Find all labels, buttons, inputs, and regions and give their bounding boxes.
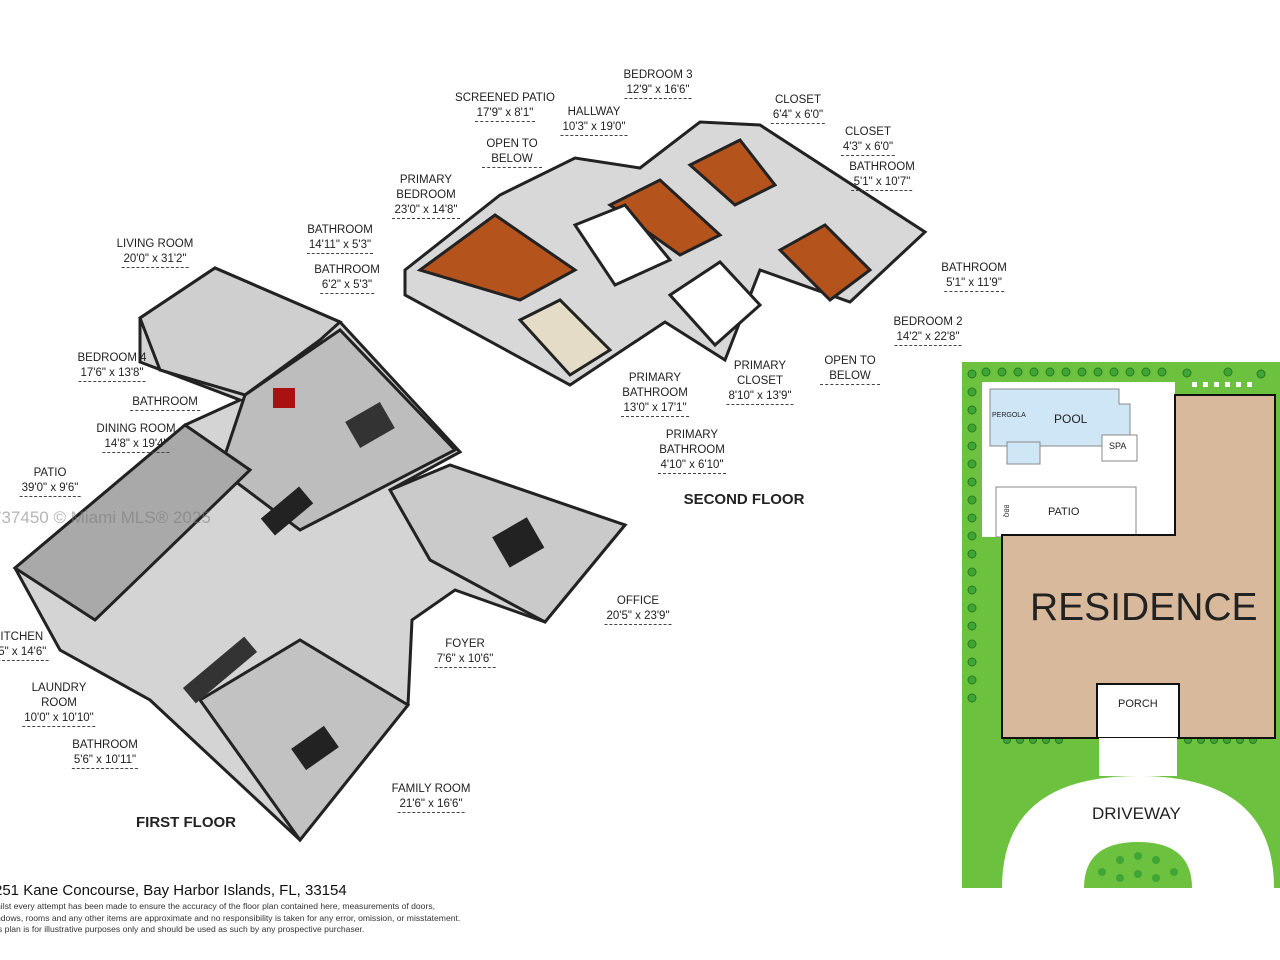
property-address: 251 Kane Concourse, Bay Harbor Islands, …: [0, 882, 347, 899]
room-dims: 6'4" x 6'0": [770, 108, 826, 124]
room-dims: 20'0" x 31'2": [121, 252, 189, 268]
room-label-closet: CLOSET 4'3" x 6'0": [840, 125, 896, 156]
room-name: CLOSET: [844, 126, 891, 138]
room-name: HALLWAY: [567, 106, 621, 118]
pool-label: POOL: [1054, 412, 1088, 426]
room-dims: 21'6" x 16'6": [397, 797, 465, 813]
patio-label: PATIO: [1048, 506, 1080, 518]
room-name: OPEN TO BELOW: [820, 354, 880, 385]
room-dims: 12'9" x 16'6": [624, 83, 692, 99]
room-label-hallway: HALLWAY 10'3" x 19'0": [560, 105, 628, 136]
room-dims: 17'9" x 8'1": [474, 106, 536, 122]
room-dims: 5'6" x 10'11": [71, 753, 139, 769]
room-dims: 17'6" x 13'8": [78, 366, 146, 382]
watermark: 737450 © Miami MLS® 2025: [0, 508, 211, 527]
room-label-open-to-below: OPEN TO BELOW: [820, 354, 880, 385]
room-name: BATHROOM: [314, 264, 380, 276]
room-label-bathroom: BATHROOM 14'11" x 5'3": [306, 223, 374, 254]
room-name: BATHROOM: [130, 395, 200, 411]
room-name: FAMILY ROOM: [391, 783, 471, 795]
room-name: CLOSET: [774, 94, 821, 106]
room-name: PRIMARY BATHROOM: [622, 372, 688, 399]
room-label-closet: CLOSET 6'4" x 6'0": [770, 93, 826, 124]
room-name: DINING ROOM: [96, 423, 176, 435]
disclaimer-line: is plan is for illustrative purposes onl…: [0, 924, 365, 934]
room-name: KITCHEN: [0, 631, 44, 643]
room-name: BEDROOM 3: [623, 69, 693, 81]
room-name: PRIMARY BEDROOM: [396, 174, 456, 201]
room-label-office: OFFICE 20'5" x 23'9": [604, 594, 672, 625]
room-dims: 14'2" x 22'8": [894, 330, 962, 346]
room-name: PATIO: [33, 467, 67, 479]
room-dims: 14'11" x 5'3": [306, 238, 374, 254]
room-dims: 5'1" x 11'9": [944, 276, 1004, 292]
room-label-bedroom-4: BEDROOM 4 17'6" x 13'8": [77, 351, 147, 382]
room-label-primary-bathroom: PRIMARY BATHROOM 4'10" x 6'10": [657, 428, 727, 474]
room-name: FOYER: [445, 638, 485, 650]
site-plan: PERGOLA POOL SPA PATIO BBQ RESIDENCE POR…: [962, 362, 1280, 888]
room-name: BEDROOM 2: [893, 316, 963, 328]
room-label-primary-closet: PRIMARY CLOSET 8'10" x 13'9": [726, 359, 794, 405]
room-name: BATHROOM: [941, 262, 1007, 274]
room-dims: 20'5" x 23'9": [604, 609, 672, 625]
porch-label: PORCH: [1118, 698, 1158, 710]
pergola-label: PERGOLA: [992, 412, 1026, 419]
room-name: SCREENED PATIO: [455, 92, 555, 104]
room-dims: 6'2" x 5'3": [319, 278, 375, 294]
room-dims: 5'1" x 10'7": [851, 175, 913, 191]
room-label-living-room: LIVING ROOM 20'0" x 31'2": [116, 237, 194, 268]
room-dims: 7'6" x 10'6": [434, 652, 496, 668]
room-dims: 3'5" x 14'6": [0, 645, 49, 661]
room-name: BEDROOM 4: [77, 352, 147, 364]
room-dims: 10'3" x 19'0": [560, 120, 628, 136]
room-label-bathroom: BATHROOM 6'2" x 5'3": [314, 263, 380, 294]
room-dims: 13'0" x 17'1": [621, 401, 689, 417]
room-dims: 8'10" x 13'9": [726, 389, 794, 405]
room-dims: 39'0" x 9'6": [19, 481, 81, 497]
driveway-label: DRIVEWAY: [1092, 804, 1181, 823]
room-name: LAUNDRY ROOM: [31, 682, 87, 709]
second-floor-plan: [403, 120, 928, 387]
room-label-bathroom: BATHROOM 5'1" x 10'7": [849, 160, 915, 191]
spa-label: SPA: [1109, 441, 1127, 451]
room-dims: 4'3" x 6'0": [840, 140, 896, 156]
room-name: PRIMARY BATHROOM: [659, 429, 725, 456]
disclaimer: hilst every attempt has been made to ens…: [0, 901, 536, 936]
site-plan-drawing: [967, 367, 1276, 888]
room-name: BATHROOM: [307, 224, 373, 236]
bbq-label: BBQ: [1002, 504, 1009, 518]
room-name: BATHROOM: [849, 161, 915, 173]
room-name: OPEN TO BELOW: [482, 137, 542, 168]
disclaimer-line: ndows, rooms and any other items are app…: [0, 912, 461, 923]
room-name: BATHROOM: [72, 739, 138, 751]
room-name: PRIMARY CLOSET: [733, 360, 787, 387]
room-label-bathroom: BATHROOM: [130, 395, 200, 411]
room-label-laundry-room: LAUNDRY ROOM 10'0" x 10'10": [22, 681, 96, 727]
room-label-primary-bathroom: PRIMARY BATHROOM 13'0" x 17'1": [620, 371, 690, 417]
room-label-bathroom: BATHROOM 5'6" x 10'11": [71, 738, 139, 769]
room-dims: 14'8" x 19'4": [102, 437, 170, 453]
room-name: OFFICE: [616, 595, 660, 607]
room-label-patio: PATIO 39'0" x 9'6": [19, 466, 81, 497]
room-label-open-to-below: OPEN TO BELOW: [482, 137, 542, 168]
room-dims: 4'10" x 6'10": [658, 458, 726, 474]
first-floor-title: FIRST FLOOR: [136, 814, 236, 831]
room-label-family-room: FAMILY ROOM 21'6" x 16'6": [391, 782, 471, 813]
room-name: LIVING ROOM: [116, 238, 194, 250]
room-dims: 23'0" x 14'8": [392, 203, 460, 219]
disclaimer-line: hilst every attempt has been made to ens…: [0, 901, 436, 911]
room-label-foyer: FOYER 7'6" x 10'6": [434, 637, 496, 668]
room-label-dining-room: DINING ROOM 14'8" x 19'4": [96, 422, 176, 453]
room-label-kitchen: KITCHEN 3'5" x 14'6": [0, 630, 49, 661]
room-label-bedroom-3: BEDROOM 3 12'9" x 16'6": [623, 68, 693, 99]
room-label-screened-patio: SCREENED PATIO 17'9" x 8'1": [455, 91, 555, 122]
second-floor-title: SECOND FLOOR: [683, 491, 805, 508]
room-label-primary-bedroom: PRIMARY BEDROOM 23'0" x 14'8": [391, 173, 461, 219]
room-dims: 10'0" x 10'10": [22, 711, 96, 727]
room-label-bathroom: BATHROOM 5'1" x 11'9": [941, 261, 1007, 292]
room-label-bedroom-2: BEDROOM 2 14'2" x 22'8": [893, 315, 963, 346]
residence-label: RESIDENCE: [1030, 586, 1258, 629]
